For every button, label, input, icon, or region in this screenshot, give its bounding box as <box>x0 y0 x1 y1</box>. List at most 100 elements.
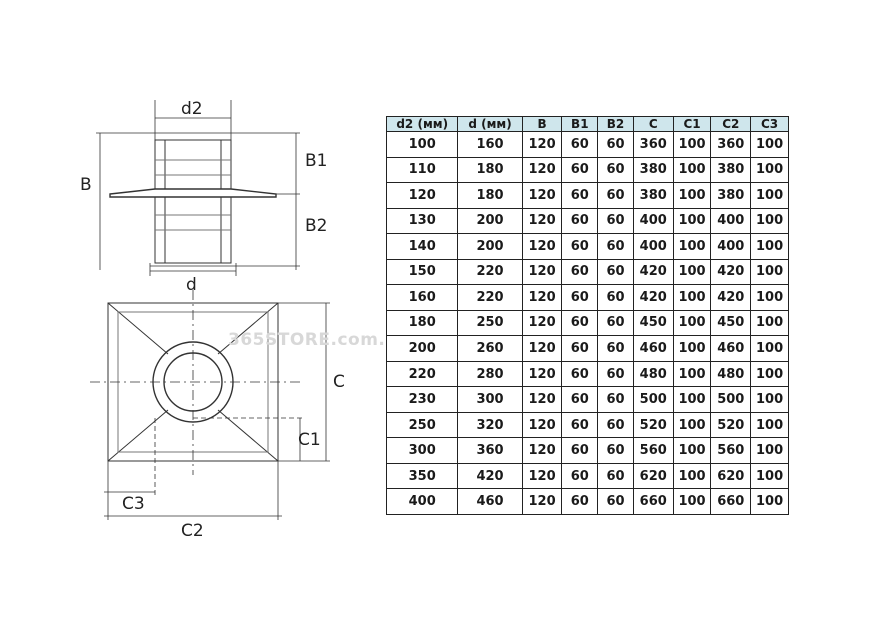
table-cell: 100 <box>750 335 789 362</box>
inner-ring <box>163 352 223 412</box>
table-cell: 60 <box>561 284 599 311</box>
table-cell: 260 <box>457 335 523 362</box>
table-cell: 100 <box>672 258 712 286</box>
table-cell: 60 <box>561 386 599 413</box>
table-cell: 220 <box>457 258 523 286</box>
table-cell: 520 <box>632 411 674 439</box>
table-cell: 120 <box>521 335 563 362</box>
label-c: C <box>333 372 345 392</box>
table-cell: 60 <box>597 386 634 413</box>
table-cell: 380 <box>632 182 674 209</box>
table-cell: 100 <box>672 207 712 235</box>
table-cell: 60 <box>597 411 634 439</box>
table-cell: 120 <box>521 437 563 464</box>
table-cell: 60 <box>561 131 599 158</box>
table-cell: 220 <box>385 360 459 388</box>
table-cell: 100 <box>750 386 789 413</box>
table-cell: 100 <box>750 462 789 490</box>
table-cell: 230 <box>385 386 459 413</box>
table-cell: 120 <box>521 411 563 439</box>
table-cell: 100 <box>750 258 789 286</box>
table-cell: 60 <box>597 207 634 235</box>
header-c3: C3 <box>750 116 789 132</box>
table-cell: 60 <box>561 437 599 464</box>
table-cell: 100 <box>672 131 712 158</box>
table-cell: 660 <box>632 488 674 515</box>
table-cell: 60 <box>561 462 599 490</box>
table-cell: 120 <box>521 488 563 515</box>
table-cell: 400 <box>632 233 674 260</box>
table-cell: 60 <box>561 360 599 388</box>
table-cell: 250 <box>457 309 523 337</box>
table-cell: 120 <box>521 131 563 158</box>
table-cell: 400 <box>385 488 459 515</box>
table-cell: 60 <box>597 156 634 184</box>
table-cell: 420 <box>457 462 523 490</box>
table-cell: 100 <box>750 156 789 184</box>
table-cell: 400 <box>710 207 752 235</box>
label-b2: B2 <box>305 216 327 236</box>
table-cell: 100 <box>750 309 789 337</box>
table-cell: 60 <box>597 233 634 260</box>
table-cell: 420 <box>632 258 674 286</box>
table-cell: 60 <box>561 233 599 260</box>
table-cell: 620 <box>632 462 674 490</box>
table-cell: 130 <box>385 207 459 235</box>
table-cell: 100 <box>672 386 712 413</box>
table-cell: 200 <box>457 207 523 235</box>
label-c3: C3 <box>122 494 145 514</box>
table-cell: 180 <box>457 156 523 184</box>
table-cell: 60 <box>597 258 634 286</box>
table-cell: 120 <box>521 182 563 209</box>
table-cell: 160 <box>385 284 459 311</box>
table-cell: 100 <box>672 411 712 439</box>
table-cell: 60 <box>597 488 634 515</box>
table-cell: 60 <box>561 207 599 235</box>
table-cell: 420 <box>710 258 752 286</box>
label-b: B <box>80 175 92 195</box>
table-cell: 60 <box>561 182 599 209</box>
table-cell: 200 <box>457 233 523 260</box>
table-cell: 120 <box>521 309 563 337</box>
table-cell: 460 <box>632 335 674 362</box>
table-cell: 120 <box>521 462 563 490</box>
table-cell: 100 <box>750 437 789 464</box>
label-d: d <box>186 275 197 295</box>
header-d2: d2 (мм) <box>385 116 459 132</box>
table-cell: 120 <box>521 233 563 260</box>
table-cell: 60 <box>597 360 634 388</box>
table-cell: 500 <box>710 386 752 413</box>
table-cell: 120 <box>521 258 563 286</box>
table-cell: 110 <box>385 156 459 184</box>
table-cell: 100 <box>750 207 789 235</box>
table-cell: 100 <box>672 156 712 184</box>
table-cell: 60 <box>597 309 634 337</box>
table-cell: 60 <box>597 284 634 311</box>
table-cell: 100 <box>750 360 789 388</box>
header-c: C <box>632 116 674 132</box>
header-b1: B1 <box>561 116 599 132</box>
side-view <box>96 100 300 276</box>
table-cell: 140 <box>385 233 459 260</box>
table-cell: 400 <box>710 233 752 260</box>
table-cell: 350 <box>385 462 459 490</box>
table-cell: 180 <box>457 182 523 209</box>
table-cell: 360 <box>632 131 674 158</box>
table-cell: 60 <box>561 335 599 362</box>
table-cell: 520 <box>710 411 752 439</box>
table-cell: 460 <box>710 335 752 362</box>
header-d: d (мм) <box>457 116 523 132</box>
top-view <box>90 290 330 520</box>
header-b: B <box>521 116 563 132</box>
table-cell: 300 <box>385 437 459 464</box>
